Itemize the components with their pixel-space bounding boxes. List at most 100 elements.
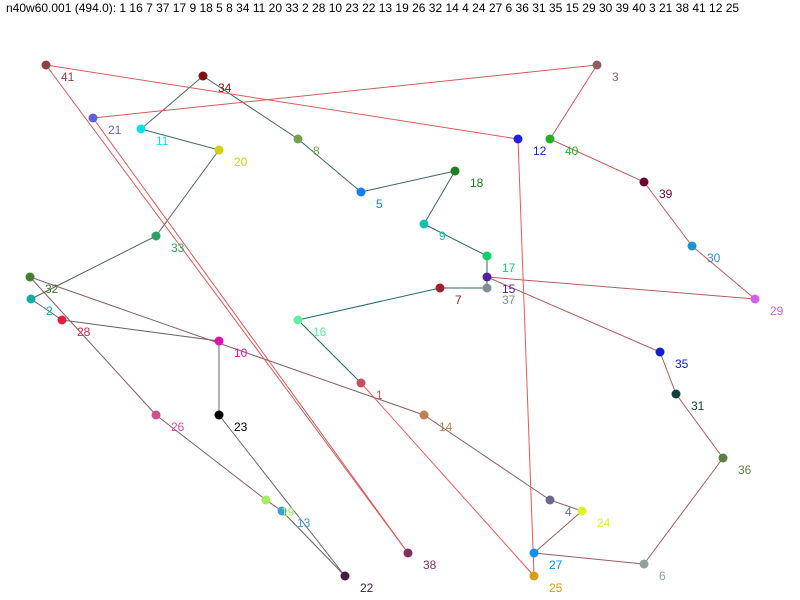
tour-edge-5-8 bbox=[297, 138, 362, 193]
node-label-24: 24 bbox=[597, 516, 611, 530]
node-label-31: 31 bbox=[691, 399, 705, 413]
node-23 bbox=[214, 410, 224, 420]
node-10 bbox=[214, 336, 224, 346]
node-label-19: 19 bbox=[281, 505, 295, 519]
tour-edge-1-16 bbox=[297, 319, 362, 384]
node-label-34: 34 bbox=[218, 81, 232, 95]
node-24 bbox=[577, 506, 587, 516]
node-label-5: 5 bbox=[376, 197, 383, 211]
tour-edge-2-28 bbox=[30, 298, 63, 321]
node-label-39: 39 bbox=[659, 187, 673, 201]
node-22 bbox=[340, 571, 350, 581]
node-37 bbox=[482, 283, 492, 293]
node-label-30: 30 bbox=[707, 251, 721, 265]
node-30 bbox=[687, 241, 697, 251]
node-3 bbox=[592, 60, 602, 70]
tour-edge-8-34 bbox=[202, 75, 299, 140]
tour-edge-30-39 bbox=[643, 181, 693, 247]
tour-edge-23-22 bbox=[218, 414, 346, 577]
node-17 bbox=[482, 251, 492, 261]
node-label-9: 9 bbox=[439, 229, 446, 243]
node-label-22: 22 bbox=[360, 581, 374, 595]
tour-edge-31-35 bbox=[659, 351, 677, 395]
node-label-35: 35 bbox=[675, 357, 689, 371]
node-label-20: 20 bbox=[234, 155, 248, 169]
node-20 bbox=[214, 145, 224, 155]
tour-edge-15-29 bbox=[486, 276, 756, 300]
node-label-21: 21 bbox=[108, 123, 122, 137]
tour-edge-22-13 bbox=[281, 510, 346, 577]
node-33 bbox=[151, 231, 161, 241]
node-39 bbox=[639, 177, 649, 187]
node-19 bbox=[261, 495, 271, 505]
node-16 bbox=[293, 315, 303, 325]
node-8 bbox=[293, 134, 303, 144]
node-label-36: 36 bbox=[738, 463, 752, 477]
node-18 bbox=[450, 166, 460, 176]
node-label-18: 18 bbox=[470, 176, 484, 190]
node-label-25: 25 bbox=[549, 581, 563, 595]
node-label-11: 11 bbox=[156, 134, 169, 148]
tour-edge-11-20 bbox=[140, 128, 220, 151]
tour-edge-35-15 bbox=[486, 276, 661, 353]
tour-edge-40-3 bbox=[549, 64, 598, 140]
node-label-32: 32 bbox=[45, 282, 59, 296]
node-label-17: 17 bbox=[502, 261, 516, 275]
node-label-6: 6 bbox=[659, 569, 666, 583]
tour-edge-19-26 bbox=[155, 414, 267, 501]
node-12 bbox=[513, 134, 523, 144]
node-6 bbox=[639, 559, 649, 569]
node-1 bbox=[356, 378, 366, 388]
tour-edge-9-18 bbox=[423, 170, 456, 225]
node-label-28: 28 bbox=[77, 325, 91, 339]
tour-edge-6-36 bbox=[643, 457, 724, 565]
tour-edge-29-30 bbox=[691, 245, 756, 300]
node-41 bbox=[41, 60, 51, 70]
tour-edge-41-12 bbox=[45, 64, 519, 140]
node-5 bbox=[356, 187, 366, 197]
tour-edge-21-38 bbox=[92, 117, 409, 554]
node-label-37: 37 bbox=[502, 293, 516, 307]
tour-edge-26-32 bbox=[29, 276, 157, 416]
node-35 bbox=[655, 347, 665, 357]
node-31 bbox=[671, 389, 681, 399]
node-label-41: 41 bbox=[61, 70, 75, 84]
node-7 bbox=[435, 283, 445, 293]
node-9 bbox=[419, 219, 429, 229]
tour-edge-34-11 bbox=[140, 75, 204, 130]
node-label-27: 27 bbox=[549, 558, 563, 572]
tour-edge-4-24 bbox=[549, 499, 583, 512]
tour-edge-3-21 bbox=[92, 64, 598, 119]
node-14 bbox=[419, 410, 429, 420]
node-label-3: 3 bbox=[612, 70, 619, 84]
tour-edge-18-5 bbox=[360, 170, 456, 193]
node-36 bbox=[718, 453, 728, 463]
tour-edge-12-25 bbox=[517, 138, 535, 577]
node-11 bbox=[136, 124, 146, 134]
tour-edge-25-1 bbox=[360, 382, 535, 577]
node-label-4: 4 bbox=[565, 505, 572, 519]
node-28 bbox=[57, 315, 67, 325]
node-label-16: 16 bbox=[313, 325, 327, 339]
tour-edge-39-40 bbox=[549, 138, 645, 183]
node-13 bbox=[277, 506, 287, 516]
node-label-8: 8 bbox=[313, 144, 320, 158]
node-15 bbox=[482, 272, 492, 282]
node-25 bbox=[529, 571, 539, 581]
node-label-7: 7 bbox=[455, 293, 462, 307]
node-label-40: 40 bbox=[565, 144, 579, 158]
node-38 bbox=[403, 548, 413, 558]
node-label-38: 38 bbox=[423, 558, 437, 572]
node-label-2: 2 bbox=[46, 304, 53, 318]
node-40 bbox=[545, 134, 555, 144]
node-label-14: 14 bbox=[439, 420, 453, 434]
node-4 bbox=[545, 495, 555, 505]
node-29 bbox=[750, 294, 760, 304]
node-label-29: 29 bbox=[770, 304, 784, 318]
node-26 bbox=[151, 410, 161, 420]
tour-edge-27-6 bbox=[533, 552, 645, 565]
node-32 bbox=[25, 272, 35, 282]
tour-edge-24-27 bbox=[533, 510, 583, 554]
node-label-12: 12 bbox=[533, 144, 547, 158]
